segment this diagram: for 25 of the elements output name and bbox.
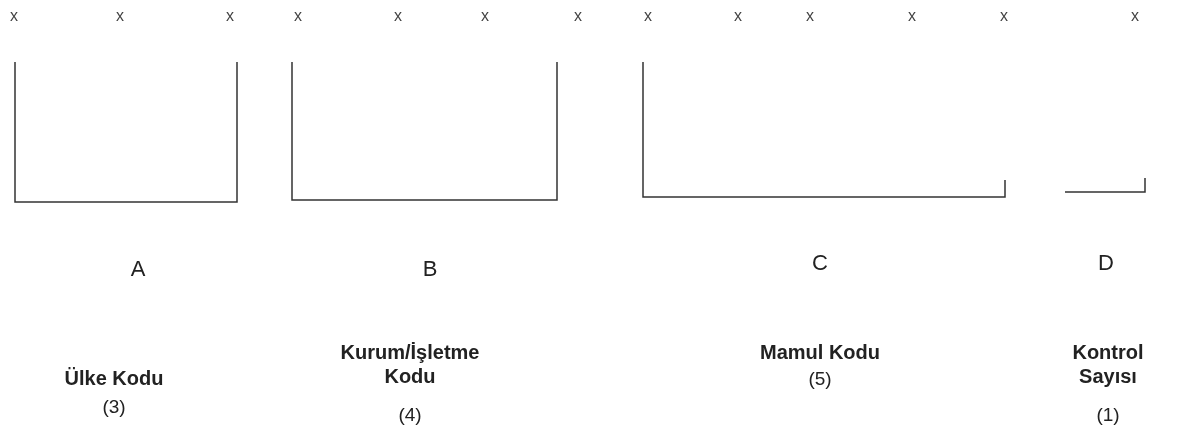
x-mark: x [574,6,582,26]
segment-letter: D [1098,250,1114,277]
x-mark: x [10,6,18,26]
segment-name: Ülke Kodu [63,366,165,390]
x-mark: x [1131,6,1139,26]
digit-count: (3) [102,396,126,419]
x-mark: x [294,6,302,26]
segment-letter: B [422,256,438,283]
x-mark: x [908,6,916,26]
digit-count: (4) [398,404,422,427]
segment-letter: C [812,250,828,277]
segment-letter: A [130,256,146,283]
segment-name: Kurum/İşletme Kodu [339,340,481,388]
segment-name: Mamul Kodu [759,340,881,364]
digit-count: (5) [808,368,832,391]
x-mark: x [1000,6,1008,26]
digit-count: (1) [1096,404,1120,427]
x-mark: x [644,6,652,26]
segment-name: Kontrol Sayısı [1071,340,1145,388]
x-mark: x [806,6,814,26]
x-mark: x [116,6,124,26]
x-mark: x [226,6,234,26]
x-mark: x [734,6,742,26]
x-mark: x [394,6,402,26]
x-mark: x [481,6,489,26]
